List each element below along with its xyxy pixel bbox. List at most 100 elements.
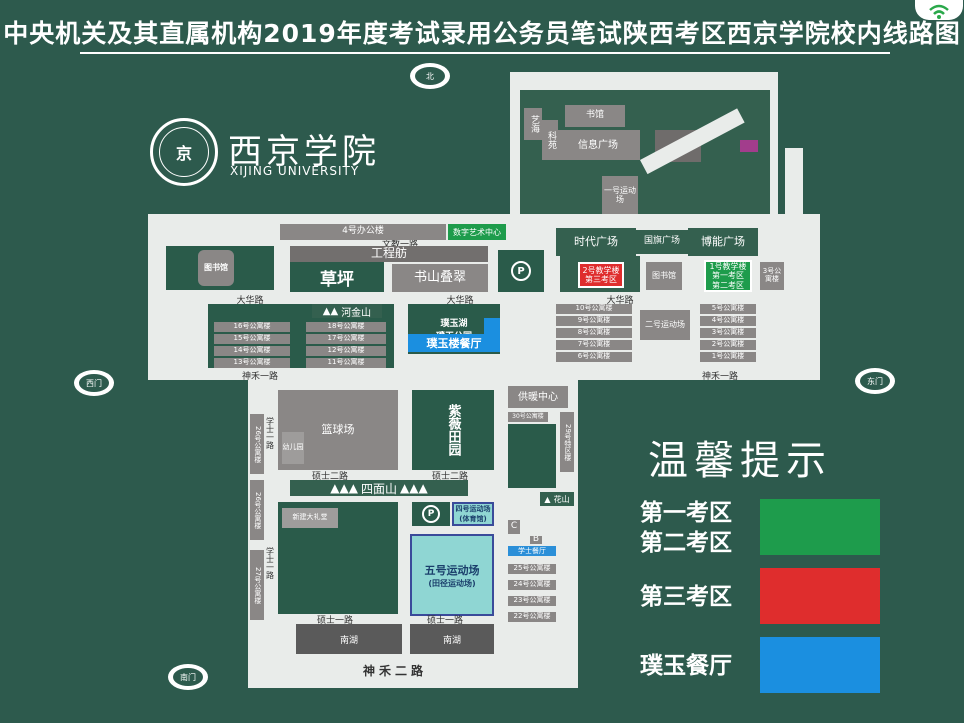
shuoshi-road-1b: 硕士一路	[426, 615, 463, 626]
apt-5: 5号公寓楼	[700, 304, 756, 314]
legend-blue-swatch	[760, 637, 880, 693]
shuoshi-road-1a: 硕士一路	[316, 615, 353, 626]
west-compass-icon: 西门	[74, 370, 114, 396]
simian-mountain-icon-2: ▲▲▲	[400, 481, 428, 495]
sports-field-5[interactable]: 五号运动场 (田径运动场)	[410, 534, 494, 616]
apartment-mid-3: 3号公寓楼	[760, 262, 784, 290]
apt-25: 25号公寓楼	[508, 564, 556, 574]
sports-field-5-label: 五号运动场	[424, 563, 480, 577]
apt-13: 13号公寓楼	[214, 358, 290, 368]
right-vertical-road	[785, 148, 803, 378]
puyu-lake-label: 璞玉湖	[440, 319, 468, 329]
legend-green-swatch	[760, 499, 880, 555]
apt-24: 24号公寓楼	[508, 580, 556, 590]
apt-11: 11号公寓楼	[306, 358, 386, 368]
apt-15: 15号公寓楼	[214, 334, 290, 344]
apt-8: 8号公寓楼	[556, 328, 632, 338]
lawn: 草坪	[290, 262, 384, 292]
wifi-icon[interactable]	[915, 0, 963, 20]
puyu-canteen[interactable]: 璞玉楼餐厅	[408, 334, 500, 352]
teaching-building-1[interactable]: 1号教学楼 第一考区 第二考区	[704, 260, 752, 292]
dahua-road-right: 大华路	[606, 295, 634, 306]
apt-22: 22号公寓楼	[508, 612, 556, 622]
legend-red-swatch	[760, 568, 880, 624]
apt-2: 2号公寓楼	[700, 340, 756, 350]
logo-name-en: XIJING UNIVERSITY	[230, 164, 360, 178]
apt-17: 17号公寓楼	[306, 334, 386, 344]
library-small: 图书馆	[646, 262, 682, 290]
shuoshi-road-2b: 硕士二路	[431, 471, 468, 482]
top-building-purple	[740, 140, 758, 152]
legend-zone-2-label: 第二考区	[640, 530, 732, 556]
apt-12: 12号公寓楼	[306, 346, 386, 356]
office-4-building: 4号办公楼	[280, 224, 446, 240]
south-lake-west-label: 南湖	[339, 635, 358, 646]
page-title: 中央机关及其直属机构2019年度考试录用公务员笔试陕西考区西京学院校内线路图	[3, 19, 961, 48]
sports-field-4[interactable]: 四号运动场 (体育馆)	[452, 502, 494, 526]
heating-center: 供暖中心	[508, 386, 568, 408]
xueshi-road-1b: 学士一路	[265, 547, 275, 579]
east-label: 东门	[860, 372, 890, 390]
apt-1: 1号公寓楼	[700, 352, 756, 362]
simian-mountain-label: 四面山	[360, 481, 397, 496]
left-vertical-road	[148, 240, 162, 380]
legend-title: 温馨提示	[648, 438, 832, 484]
ziwei-garden: 紫薇田园	[412, 390, 494, 470]
sports-field-4-label: 四号运动场	[455, 505, 491, 513]
dahua-road-mid: 大华路	[446, 295, 474, 306]
keyuan-building: 科苑	[542, 120, 558, 160]
flag-square: 国旗广场	[636, 230, 688, 254]
apt-30: 30号公寓楼	[508, 412, 548, 422]
legend-zone-3-label: 第三考区	[640, 584, 732, 610]
parking-block: P	[498, 250, 544, 292]
apt-23: 23号公寓楼	[508, 596, 556, 606]
apt-16: 16号公寓楼	[214, 322, 290, 332]
canteen-blue-accent	[484, 318, 500, 338]
flower-mountain: ▲花山	[540, 492, 574, 506]
south-east-block	[508, 424, 556, 488]
title-underline	[80, 52, 890, 54]
south-lake-east: 南湖	[410, 624, 494, 654]
digital-art-center: 数字艺术中心	[448, 224, 506, 240]
yihai-building: 艺海	[524, 108, 542, 140]
simian-mountain: ▲▲▲四面山▲▲▲	[290, 480, 468, 496]
library-block: 图书馆	[166, 246, 274, 290]
xueshi-road-1: 学士一路	[265, 417, 275, 449]
apt-14: 14号公寓楼	[214, 346, 290, 356]
teaching-building-2-name: 2号教学楼	[582, 265, 620, 275]
north-label: 北	[415, 67, 445, 85]
logo-name-cn: 西京学院	[228, 132, 380, 172]
library-top: 书馆	[565, 105, 625, 127]
exam-zone-3-label: 第三考区	[585, 275, 617, 284]
sports-field-1: 一号运动场	[602, 176, 638, 216]
engineering-hall: 工程舫	[290, 246, 488, 262]
parking-south: P	[412, 502, 450, 526]
teaching-building-1-name: 1号教学楼	[709, 262, 747, 272]
apt-9: 9号公寓楼	[556, 316, 632, 326]
teaching-building-2[interactable]: 2号教学楼 第三考区	[578, 262, 624, 288]
exam-zone-1-label: 第一考区	[712, 271, 744, 281]
flower-mountain-label: 花山	[553, 494, 570, 504]
apt-7: 7号公寓楼	[556, 340, 632, 350]
shenhe-road-1-left: 神禾一路	[241, 371, 278, 382]
hejin-mountain-label: 河金山	[341, 307, 372, 319]
sports-field-5-sub: (田径运动场)	[428, 578, 476, 588]
info-square: 信息广场	[556, 130, 640, 160]
exam-zone-2-label: 第二考区	[712, 280, 744, 290]
south-label: 南门	[173, 668, 203, 686]
hejin-mountain: ▲▲河金山	[312, 304, 382, 319]
legend-canteen-label: 璞玉餐厅	[640, 653, 732, 679]
restaurant: 学士餐厅	[508, 546, 556, 556]
apt-26a: 26号公寓楼	[250, 414, 264, 474]
apt-4: 4号公寓楼	[700, 316, 756, 326]
building-b: B	[530, 536, 542, 544]
apt-18: 18号公寓楼	[306, 322, 386, 332]
west-label: 西门	[79, 374, 109, 392]
dahua-road-left: 大华路	[236, 295, 264, 306]
wenjiao-road-label: 文教一路	[381, 239, 418, 250]
south-compass-icon: 南门	[168, 664, 208, 690]
shushan-diecui: 书山叠翠	[392, 264, 488, 292]
kindergarten: 幼儿园	[282, 432, 304, 464]
library-building: 图书馆	[198, 250, 234, 286]
apt-3: 3号公寓楼	[700, 328, 756, 338]
